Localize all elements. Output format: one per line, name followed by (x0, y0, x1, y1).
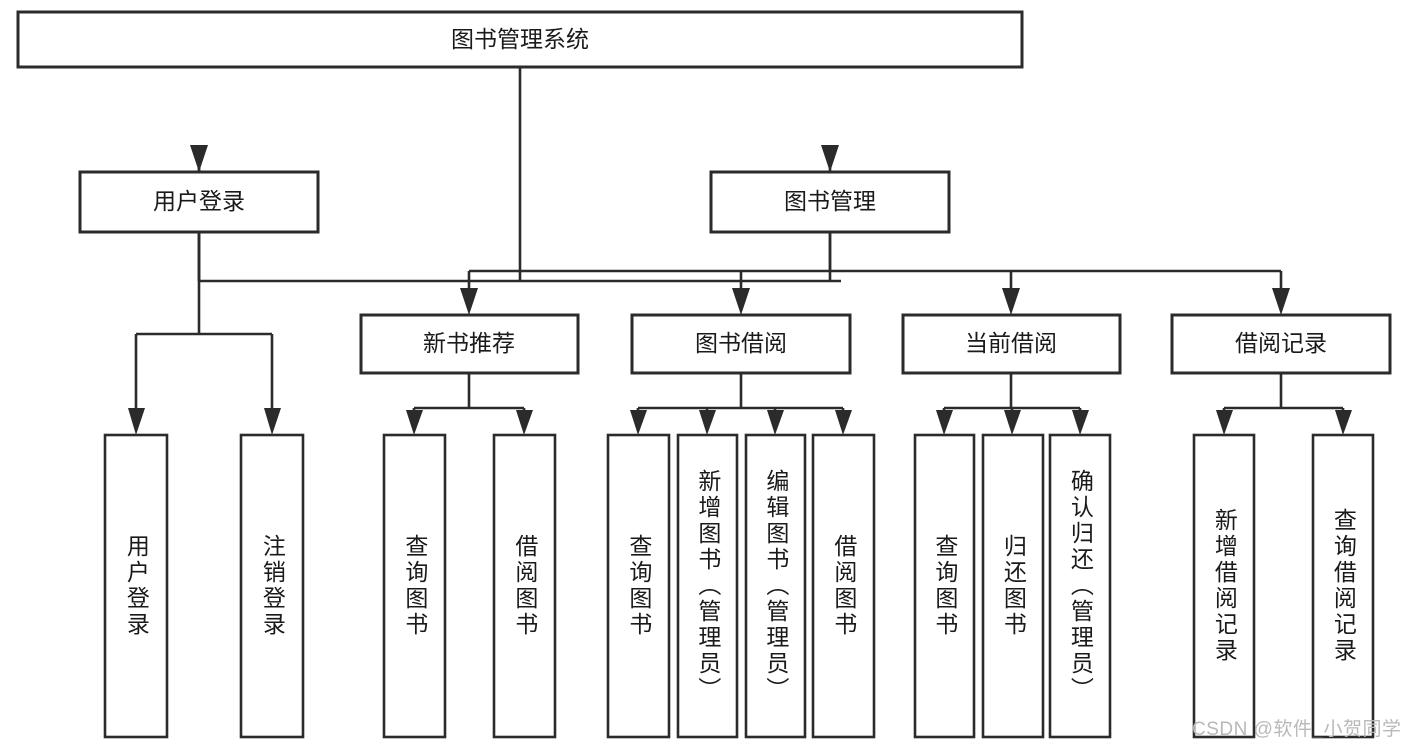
leaf-user-login-box[interactable] (103, 433, 169, 739)
arrowhead-book-borrow (732, 288, 750, 315)
node-current-borrow[interactable]: 当前借阅 (901, 313, 1122, 375)
node-borrow-record-box[interactable] (1170, 313, 1392, 375)
node-book-manage-label: 图书管理 (784, 188, 876, 214)
node-book-manage[interactable]: 图书管理 (709, 170, 951, 234)
edge-group-borrow-record-to-leaves (1216, 373, 1352, 435)
node-book-borrow[interactable]: 图书借阅 (630, 313, 852, 375)
arrowhead-leaf-borrow-book-2 (835, 410, 852, 435)
leaf-confirm-return-box[interactable] (1048, 433, 1112, 739)
leaf-return-book-box[interactable] (981, 433, 1045, 739)
node-user-login-label: 用户登录 (153, 188, 245, 214)
node-borrow-record-label: 借阅记录 (1235, 330, 1327, 356)
leaf-add-book-box[interactable] (676, 433, 739, 739)
edge-group-current-borrow-to-leaves (936, 373, 1089, 435)
node-new-book-recommend[interactable]: 新书推荐 (359, 313, 580, 375)
csdn-watermark: CSDN @软件_小贺同学 (1192, 719, 1402, 740)
node-book-borrow-box[interactable] (630, 313, 852, 375)
node-new-book-recommend-label: 新书推荐 (423, 330, 515, 356)
node-user-login-box[interactable] (78, 170, 320, 234)
arrowhead-book-manage (821, 145, 839, 172)
leaf-query-book-3-box[interactable] (913, 433, 976, 739)
arrowhead-new-book-recommend (460, 288, 478, 315)
arrowhead-leaf-query-book-3 (936, 410, 953, 435)
arrowhead-leaf-confirm-return (1072, 410, 1089, 435)
leaf-add-record-box[interactable] (1192, 433, 1256, 739)
arrowhead-borrow-record (1272, 288, 1290, 315)
arrowhead-leaf-user-login (128, 408, 145, 435)
arrowhead-leaf-add-book (699, 410, 716, 435)
leaf-query-book-1-box[interactable] (382, 433, 447, 739)
node-user-login[interactable]: 用户登录 (78, 170, 320, 234)
leaf-query-record-box[interactable] (1311, 433, 1375, 739)
node-root-label: 图书管理系统 (451, 26, 589, 52)
node-current-borrow-box[interactable] (901, 313, 1122, 375)
node-book-manage-box[interactable] (709, 170, 951, 234)
node-root-box[interactable] (16, 10, 1024, 69)
arrowhead-leaf-borrow-book-1 (516, 410, 533, 435)
arrowhead-current-borrow (1002, 288, 1020, 315)
arrowhead-leaf-user-logout (264, 408, 281, 435)
edge-group-book-borrow-to-leaves (630, 373, 852, 435)
arrowhead-leaf-return-book (1004, 410, 1021, 435)
arrowhead-leaf-edit-book (767, 410, 784, 435)
arrowhead-leaf-query-book-2 (630, 410, 647, 435)
node-book-borrow-label: 图书借阅 (695, 330, 787, 356)
arrowhead-leaf-query-book-1 (406, 410, 423, 435)
arrowhead-leaf-add-record (1216, 410, 1233, 435)
arrowhead-leaf-query-record (1335, 410, 1352, 435)
leaf-borrow-book-1-box[interactable] (492, 433, 557, 739)
node-new-book-recommend-box[interactable] (359, 313, 580, 375)
leaf-borrow-book-2-box[interactable] (811, 433, 876, 739)
leaf-boxes (103, 433, 1375, 739)
arrowhead-user-login (190, 145, 208, 172)
leaf-query-book-2-box[interactable] (606, 433, 671, 739)
edge-group-new-book-recommend-to-leaves (406, 373, 533, 435)
node-borrow-record[interactable]: 借阅记录 (1170, 313, 1392, 375)
node-current-borrow-label: 当前借阅 (965, 330, 1057, 356)
edge-group-book-manage-to-level3 (460, 232, 1290, 315)
edge-group-user-login-to-leaves (128, 232, 281, 435)
leaf-edit-book-box[interactable] (744, 433, 807, 739)
leaf-user-logout-box[interactable] (239, 433, 305, 739)
node-root[interactable]: 图书管理系统 (16, 10, 1024, 69)
